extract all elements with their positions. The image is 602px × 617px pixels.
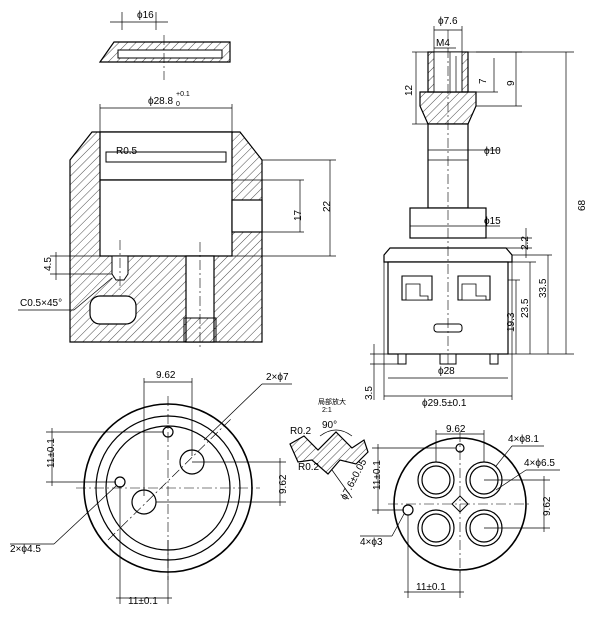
dim-9-label: 9 — [506, 80, 517, 86]
dim-11-v-r-label: 11±0.1 — [372, 460, 383, 490]
top-cap-view: ϕ16 — [98, 10, 231, 80]
dia-15-label: ϕ15 — [484, 216, 501, 227]
dim-23-5-label: 23.5 — [520, 298, 531, 318]
port-tl — [417, 461, 455, 499]
bore-dia-label: ϕ28.8 — [148, 96, 174, 107]
dim-68-label: 68 — [577, 199, 588, 211]
radius-label: R0.5 — [116, 146, 138, 157]
port-bl — [417, 509, 455, 547]
bottom-left-view: 9.62 2×ϕ7 11±0.1 9.62 2×ϕ4.5 11±0.1 — [10, 370, 292, 607]
hole-phi4-5-b — [114, 476, 126, 488]
dim-9-62-r-label: 9.62 — [446, 424, 466, 435]
holes-phi7-label: 2×ϕ7 — [266, 372, 289, 383]
dim-19-3-label: 19.3 — [506, 312, 517, 332]
dim-17-label: 17 — [293, 209, 304, 221]
section-view: ϕ28.8 +0.1 0 R0.5 17 22 4.5 C0.5×45° — [18, 91, 336, 350]
dim-12-label: 12 — [404, 84, 415, 96]
detail-r2: R0.2 — [298, 462, 320, 473]
thread-m4-label: M4 — [436, 38, 450, 49]
dim-3-5-label: 3.5 — [364, 386, 375, 400]
dia-29-5-label: ϕ29.5±0.1 — [422, 398, 467, 409]
dia16-label: ϕ16 — [137, 10, 154, 21]
detail-scale: 2:1 — [322, 407, 332, 414]
holes-phi3-label: 4×ϕ3 — [360, 537, 383, 548]
detail-r1: R0.2 — [290, 426, 312, 437]
dim-7-label: 7 — [478, 78, 489, 84]
dim-9-62-v-r-label: 9.62 — [542, 496, 553, 516]
holes-phi6-5-label: 4×ϕ6.5 — [524, 458, 555, 469]
bottom-right-view: 9.62 4×ϕ8.1 4×ϕ6.5 11±0.1 9.62 4×ϕ3 11±0… — [360, 424, 560, 598]
dim-4-5-label: 4.5 — [43, 257, 54, 271]
dim-11-h-r-label: 11±0.1 — [416, 582, 446, 593]
dim-2-2-label: 2.2 — [520, 236, 531, 250]
dim-9-62-v-label: 9.62 — [278, 474, 289, 494]
dim-11-h-label: 11±0.1 — [128, 596, 158, 607]
detail-view: 局部放大 2:1 90° R0.2 R0.2 ϕ7.6±0.05 — [289, 397, 370, 502]
chamfer-label: C0.5×45° — [20, 298, 62, 309]
detail-title: 局部放大 — [318, 397, 346, 406]
holes-phi4-5-label: 2×ϕ4.5 — [10, 544, 41, 555]
dim-9-62-label: 9.62 — [156, 370, 176, 381]
pin-left — [402, 504, 414, 516]
dia-28-label: ϕ28 — [438, 366, 455, 377]
bore-tol-lower: 0 — [176, 101, 180, 108]
detail-angle: 90° — [322, 420, 337, 431]
side-view: ϕ7.6 M4 12 7 9 ϕ10 ϕ15 68 2.2 33.5 23.5 — [364, 16, 588, 409]
dim-33-5-label: 33.5 — [538, 278, 549, 298]
dia-7-6-label: ϕ7.6 — [438, 16, 458, 27]
bore-tol-upper: +0.1 — [176, 91, 190, 98]
dia-10-label: ϕ10 — [484, 146, 501, 157]
holes-phi8-1-label: 4×ϕ8.1 — [508, 434, 539, 445]
dim-22-label: 22 — [322, 200, 333, 212]
dim-11-v-label: 11±0.1 — [46, 438, 57, 468]
